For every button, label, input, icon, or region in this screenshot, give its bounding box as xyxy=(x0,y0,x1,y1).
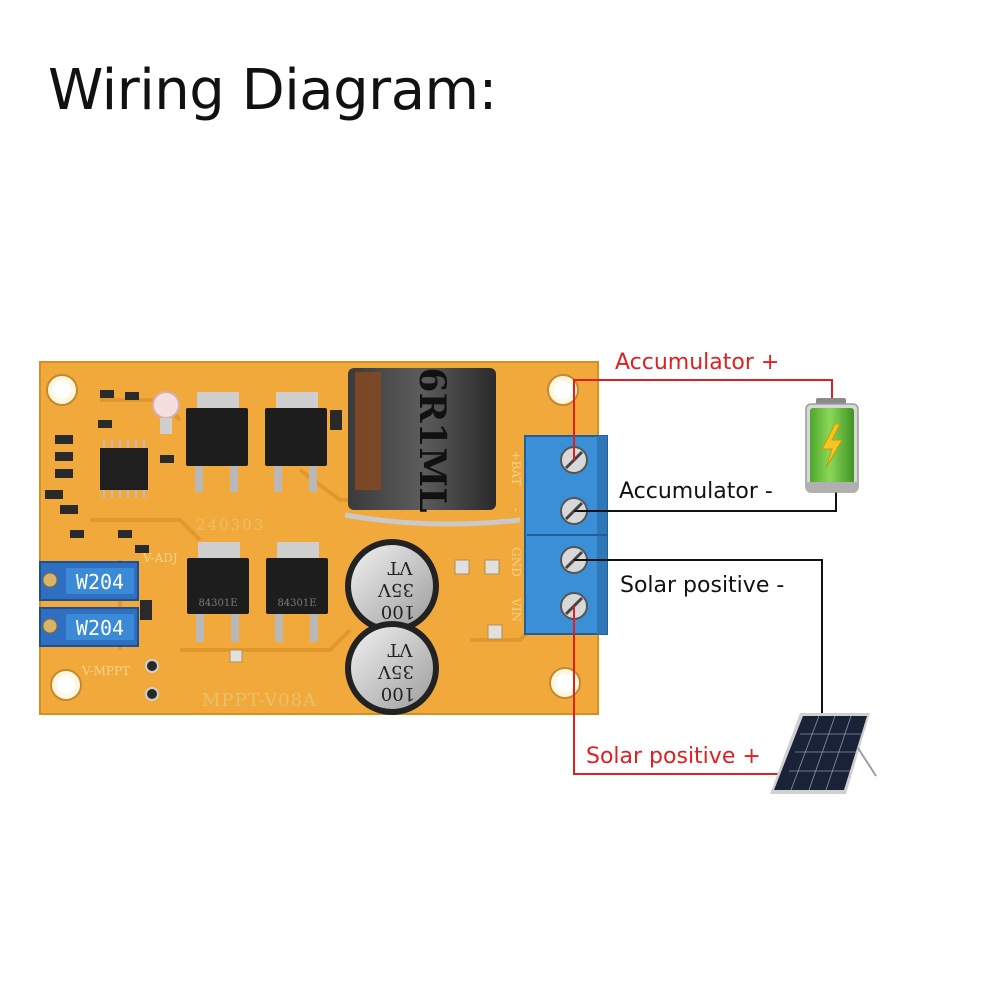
wire-accumulator-negative xyxy=(574,492,837,512)
capacitor-top: VT 35V 100 xyxy=(345,539,439,633)
capacitor-bottom-text-3: 100 xyxy=(381,683,415,704)
controller-ic xyxy=(100,440,148,498)
capacitor-bottom-text-2: 35V xyxy=(377,661,414,682)
mosfet-bottom-1-label: 84301E xyxy=(198,598,237,609)
mppt-board: 84301E 84301E 240303 6R1ML VT 35V 100 xyxy=(39,361,608,715)
potentiometer-1[interactable]: W204 xyxy=(39,561,139,601)
potentiometer-2[interactable]: W204 xyxy=(39,607,139,647)
page-title: Wiring Diagram: xyxy=(48,58,497,123)
battery-charging-icon xyxy=(805,398,859,493)
mosfet-top-1 xyxy=(186,392,248,492)
terminal-label-gnd: GND xyxy=(509,547,523,577)
terminal-label-minus: - xyxy=(509,508,523,512)
capacitor-bottom-text-1: VT xyxy=(387,639,413,660)
mosfet-top-2 xyxy=(265,392,327,492)
terminal-labels: +BAT - GND VIN xyxy=(509,451,523,622)
label-accumulator-negative: Accumulator - xyxy=(619,479,773,504)
capacitor-bottom: VT 35V 100 xyxy=(345,621,439,715)
inductor-label: 6R1ML xyxy=(411,367,453,512)
mounting-holes xyxy=(46,374,581,701)
potentiometer-2-label: W204 xyxy=(76,616,124,640)
capacitor-top-text-3: 100 xyxy=(381,601,415,622)
label-solar-positive: Solar positive + xyxy=(586,744,761,769)
wire-solar-negative xyxy=(574,559,823,720)
v-adj-label: V-ADJ xyxy=(142,551,178,565)
wires xyxy=(573,379,837,775)
label-solar-negative: Solar positive - xyxy=(620,573,784,598)
mosfet-bottom-2-label: 84301E xyxy=(277,598,316,609)
v-mppt-label: V-MPPT xyxy=(81,664,130,678)
date-code: 240303 xyxy=(196,516,265,534)
led-indicator xyxy=(152,391,180,434)
test-pads xyxy=(229,559,503,663)
smd-components xyxy=(45,390,342,620)
board-model: MPPT-V08A xyxy=(202,690,317,711)
wire-solar-positive xyxy=(573,606,778,775)
capacitor-top-text-1: VT xyxy=(387,557,413,578)
wire-accumulator-positive xyxy=(573,379,833,460)
solar-panel-icon xyxy=(770,713,877,794)
mosfet-bottom-1: 84301E xyxy=(187,542,249,642)
mosfet-bottom-2: 84301E xyxy=(266,542,328,642)
terminal-label-bat: +BAT xyxy=(509,451,523,486)
terminal-label-vin: VIN xyxy=(509,597,523,622)
potentiometer-1-label: W204 xyxy=(76,570,124,594)
inductor: 6R1ML xyxy=(344,367,521,527)
capacitor-top-text-2: 35V xyxy=(377,579,414,600)
label-accumulator-positive: Accumulator + xyxy=(615,350,779,375)
